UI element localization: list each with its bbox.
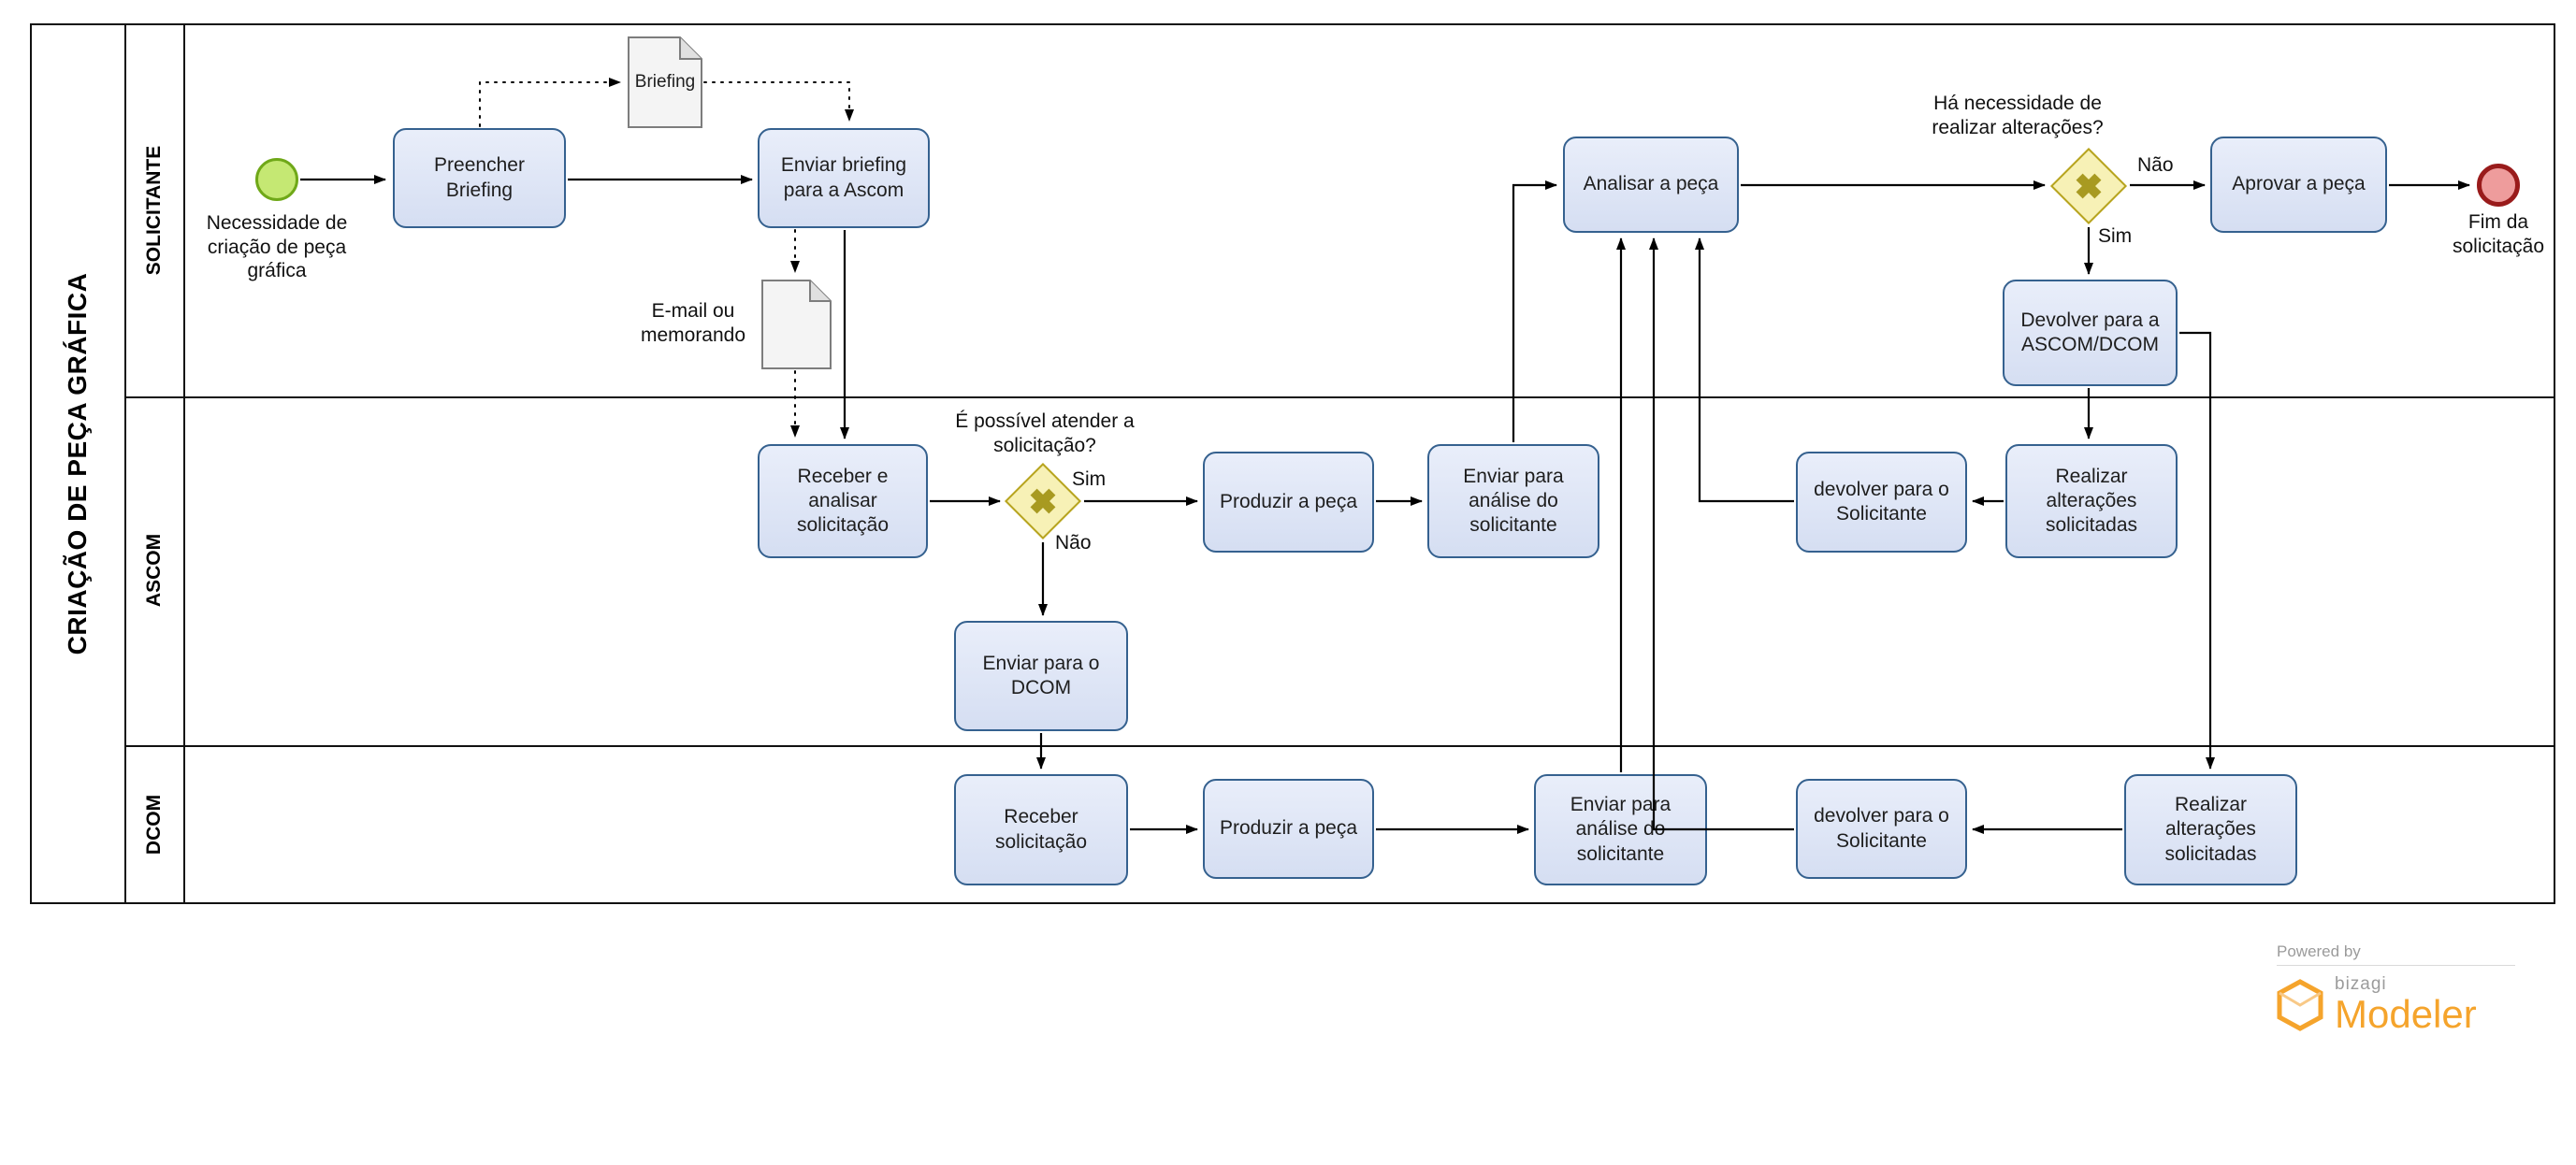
task-label: Devolver para a ASCOM/DCOM: [2020, 309, 2160, 355]
lane-divider-1: [124, 396, 2555, 398]
lane-label-ascom: ASCOM: [143, 533, 165, 608]
task-label: Enviar briefing para a Ascom: [780, 154, 907, 201]
flow-label-nao: Não: [2137, 154, 2174, 176]
document-briefing[interactable]: Briefing: [628, 36, 702, 128]
pool-title: CRIAÇÃO DE PEÇA GRÁFICA: [63, 272, 92, 655]
task-produzir-peca-dcom[interactable]: Produzir a peça: [1203, 779, 1374, 879]
task-label: Receber e analisar solicitação: [796, 465, 890, 537]
task-enviar-dcom[interactable]: Enviar para o DCOM: [954, 621, 1128, 731]
document-email-memorando[interactable]: [761, 280, 832, 369]
lane-divider-2: [124, 745, 2555, 747]
task-label: devolver para o Solicitante: [1814, 478, 1949, 525]
task-label: Realizar alterações solicitadas: [2164, 794, 2257, 865]
task-enviar-analise-solicitante-dcom[interactable]: Enviar para análise do solicitante: [1534, 774, 1707, 885]
task-label: Preencher Briefing: [434, 154, 525, 201]
powered-by-text: Powered by: [2277, 942, 2361, 960]
task-enviar-analise-solicitante-ascom[interactable]: Enviar para análise do solicitante: [1427, 444, 1599, 558]
document-email-label: E-mail ou memorando: [640, 300, 746, 346]
task-enviar-briefing-ascom[interactable]: Enviar briefing para a Ascom: [758, 128, 930, 228]
task-label: Enviar para análise do solicitante: [1570, 794, 1672, 865]
end-event-label: Fim da solicitação: [2452, 211, 2545, 257]
task-label: Receber solicitação: [994, 806, 1088, 853]
bizagi-brand-text: bizagi: [2335, 974, 2387, 994]
task-realizar-alteracoes-ascom[interactable]: Realizar alterações solicitadas: [2005, 444, 2178, 558]
gateway-question: Há necessidade de realizar alterações?: [1932, 93, 2104, 138]
task-produzir-peca-ascom[interactable]: Produzir a peça: [1203, 452, 1374, 553]
task-devolver-solicitante-ascom[interactable]: devolver para o Solicitante: [1796, 452, 1967, 553]
task-label: Realizar alterações solicitadas: [2045, 465, 2138, 537]
document-icon: [761, 280, 832, 369]
pool-title-divider: [124, 23, 126, 904]
task-analisar-peca[interactable]: Analisar a peça: [1563, 137, 1739, 233]
task-receber-analisar-solicitacao[interactable]: Receber e analisar solicitação: [758, 444, 928, 558]
bizagi-logo-icon: [2277, 978, 2323, 1031]
task-devolver-ascom-dcom[interactable]: Devolver para a ASCOM/DCOM: [2003, 280, 2178, 386]
task-label: Produzir a peça: [1219, 490, 1358, 512]
task-label: Aprovar a peça: [2232, 173, 2366, 195]
end-event[interactable]: [2477, 164, 2520, 207]
task-preencher-briefing[interactable]: Preencher Briefing: [393, 128, 566, 228]
bizagi-footer[interactable]: Powered by bizagi Modeler: [2277, 942, 2529, 1034]
task-label: Enviar para análise do solicitante: [1463, 465, 1564, 537]
task-label: Produzir a peça: [1219, 817, 1358, 840]
flow-label-nao: Não: [1055, 532, 1092, 554]
start-event-label: Necessidade de criação de peça gráfica: [206, 212, 348, 282]
footer-divider: [2277, 965, 2515, 966]
start-event[interactable]: [255, 158, 298, 201]
lane-label-dcom: DCOM: [143, 794, 165, 856]
modeler-brand-text: Modeler: [2335, 992, 2477, 1036]
document-label: Briefing: [634, 72, 696, 92]
lane-name-divider: [183, 23, 185, 904]
task-label: devolver para o Solicitante: [1814, 805, 1949, 852]
flow-label-sim: Sim: [2098, 225, 2133, 247]
task-receber-solicitacao[interactable]: Receber solicitação: [954, 774, 1128, 885]
lane-label-solicitante: SOLICITANTE: [143, 145, 165, 276]
pool-border: [30, 23, 2555, 904]
flow-label-sim: Sim: [1072, 468, 1107, 490]
task-realizar-alteracoes-dcom[interactable]: Realizar alterações solicitadas: [2124, 774, 2297, 885]
task-label: Analisar a peça: [1583, 173, 1719, 195]
task-aprovar-peca[interactable]: Aprovar a peça: [2210, 137, 2387, 233]
document-icon: [628, 36, 702, 128]
task-devolver-solicitante-dcom[interactable]: devolver para o Solicitante: [1796, 779, 1967, 879]
task-label: Enviar para o DCOM: [982, 652, 1100, 698]
gateway-question: É possível atender a solicitação?: [955, 410, 1135, 456]
